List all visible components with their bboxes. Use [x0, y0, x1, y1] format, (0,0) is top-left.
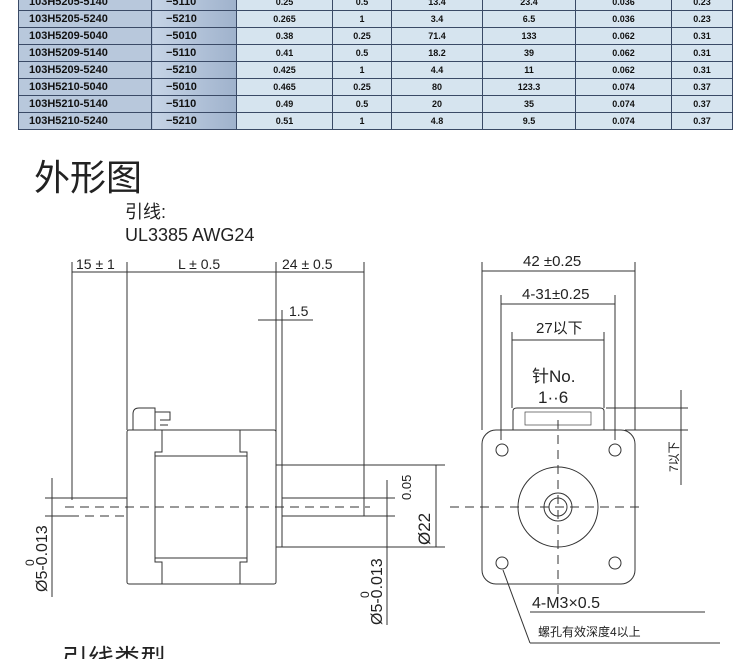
dim-flange: 1.5 [289, 303, 309, 319]
table-cell: 0.37 [671, 112, 733, 130]
table-cell: 6.5 [482, 10, 576, 28]
table-cell: 35 [482, 95, 576, 113]
table-cell: 0.062 [575, 27, 672, 45]
dim-holes: 4-31±0.25 [522, 286, 589, 303]
table-cell: 103H5210-5140 [18, 95, 152, 113]
lead-label: 引线: [125, 202, 166, 222]
table-cell: 0.074 [575, 78, 672, 96]
pin-label: 针No. [532, 367, 575, 386]
lead-spec: UL3385 AWG24 [125, 225, 254, 245]
side-view: 15 ± 1 L ± 0.5 24 ± 0.5 1.5 0.05 Ø22 Ø5-… [23, 256, 445, 625]
table-cell: 0.036 [575, 10, 672, 28]
pin-range: 1··6 [538, 388, 568, 407]
section-title: 外形图 [34, 157, 142, 198]
table-cell: 0.062 [575, 44, 672, 62]
dim-width: 42 ±0.25 [523, 253, 581, 270]
table-cell: 80 [391, 78, 483, 96]
front-view: 42 ±0.25 4-31±0.25 27以下 针No. 1··6 7以下 4-… [450, 253, 720, 644]
table-cell: 4.8 [391, 112, 483, 130]
table-cell: −5110 [151, 44, 237, 62]
shaft-dia-right: Ø5-0.013 [369, 558, 386, 625]
table-cell: 0.425 [236, 61, 333, 79]
table-cell: 0.38 [236, 27, 333, 45]
table-cell: 1 [332, 112, 392, 130]
table-cell: 0.51 [236, 112, 333, 130]
table-cell: 103H5210-5240 [18, 112, 152, 130]
dim-pilot: Ø22 [415, 513, 434, 545]
next-section-title: 引线类型 [62, 644, 166, 659]
shaft-dia-left-upper: 0 [23, 559, 37, 566]
table-cell: 0.41 [236, 44, 333, 62]
dim-lead: 15 ± 1 [76, 256, 115, 272]
table-cell: 0.25 [332, 27, 392, 45]
table-cell: 0.25 [332, 78, 392, 96]
table-cell: 0.5 [332, 44, 392, 62]
table-cell: 0.062 [575, 61, 672, 79]
table-cell: 103H5210-5040 [18, 78, 152, 96]
table-cell: −5210 [151, 112, 237, 130]
table-cell: 1 [332, 10, 392, 28]
shaft-dia-left: Ø5-0.013 [34, 525, 51, 592]
table-cell: 0.074 [575, 112, 672, 130]
table-cell: 0.465 [236, 78, 333, 96]
dim-shaft: 24 ± 0.5 [282, 256, 333, 272]
dim-height: 7以下 [667, 441, 681, 472]
table-cell: 103H5209-5240 [18, 61, 152, 79]
dim-connector: 27以下 [536, 320, 583, 337]
dim-tol: 0.05 [399, 475, 414, 500]
table-cell: 20 [391, 95, 483, 113]
screw-spec: 4-M3×0.5 [532, 595, 600, 612]
screw-note: 螺孔有效深度4以上 [538, 624, 641, 639]
table-cell: 1 [332, 61, 392, 79]
table-cell: 103H5209-5140 [18, 44, 152, 62]
shaft-dia-right-upper: 0 [358, 591, 372, 598]
table-cell: 0.37 [671, 78, 733, 96]
connector-side [132, 407, 171, 430]
table-cell: 103H5205-5240 [18, 10, 152, 28]
table-cell: 0.31 [671, 44, 733, 62]
table-cell: 0.5 [332, 95, 392, 113]
table-cell: −5110 [151, 95, 237, 113]
table-cell: 9.5 [482, 112, 576, 130]
table-cell: 0.31 [671, 27, 733, 45]
dim-body: L ± 0.5 [178, 256, 220, 272]
table-cell: 0.265 [236, 10, 333, 28]
table-cell: 0.49 [236, 95, 333, 113]
table-cell: −5010 [151, 27, 237, 45]
table-cell: 0.37 [671, 95, 733, 113]
